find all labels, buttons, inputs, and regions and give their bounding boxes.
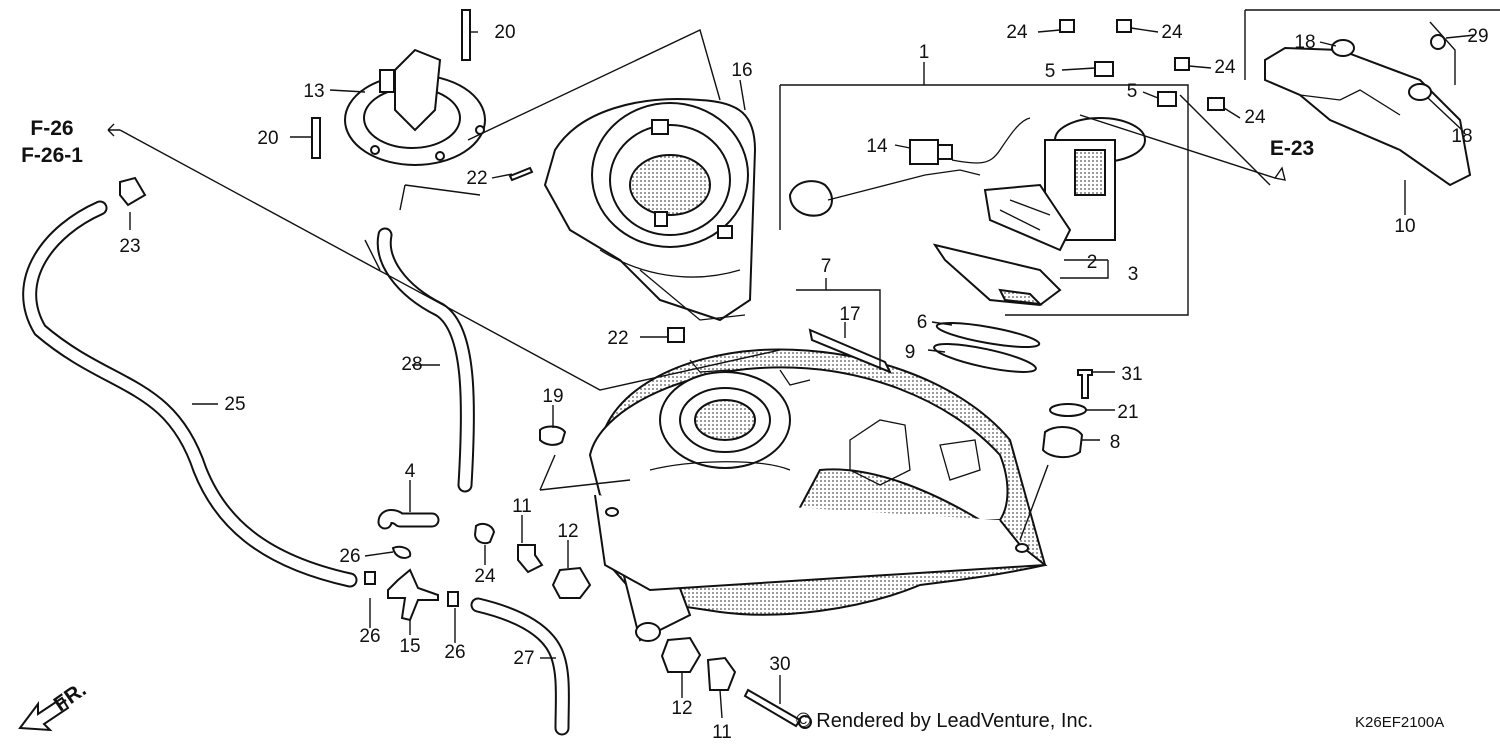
callout-1: 1 <box>919 42 930 63</box>
callout-17: 17 <box>839 304 860 325</box>
callout-13: 13 <box>303 81 324 102</box>
callout-5b: 5 <box>1127 81 1138 102</box>
callout-20b: 20 <box>257 128 278 149</box>
callout-3: 3 <box>1128 264 1139 285</box>
callout-31: 31 <box>1121 364 1142 385</box>
callout-7: 7 <box>821 256 832 277</box>
callout-27: 27 <box>513 648 534 669</box>
callout-29: 29 <box>1467 26 1488 47</box>
ref-f-26: F-26 <box>30 117 73 140</box>
tank-cover <box>1264 34 1472 187</box>
callout-18a: 18 <box>1294 32 1315 53</box>
callout-11b: 11 <box>712 722 732 743</box>
ref-f-26-1: F-26-1 <box>21 144 83 167</box>
callout-8: 8 <box>1110 432 1121 453</box>
callout-6: 6 <box>917 312 928 333</box>
callout-12a: 12 <box>557 521 578 542</box>
callout-leaders <box>129 27 1476 719</box>
reference-labels: F-26 F-26-1 E-23 <box>21 117 1314 167</box>
callout-24e: 24 <box>474 566 496 587</box>
callout-18b: 18 <box>1451 126 1472 147</box>
fuel-pump <box>788 117 1146 307</box>
credit-text: © Rendered by LeadVenture, Inc. <box>796 710 1094 732</box>
callout-24a: 24 <box>1006 22 1028 43</box>
callout-4: 4 <box>405 461 416 482</box>
callout-24b: 24 <box>1161 22 1183 43</box>
arrow-icon <box>18 696 70 732</box>
callout-11a: 11 <box>512 496 532 517</box>
callout-26c: 26 <box>444 642 465 663</box>
hoses <box>22 200 570 736</box>
callout-20a: 20 <box>494 22 515 43</box>
fuel-tank <box>588 348 1048 642</box>
hardware <box>119 9 1225 729</box>
callout-26b: 26 <box>359 626 380 647</box>
callout-21: 21 <box>1117 402 1138 423</box>
ref-e-23: E-23 <box>1270 137 1314 160</box>
front-direction-arrow: FR. <box>18 678 91 732</box>
callout-25: 25 <box>224 394 245 415</box>
callout-15: 15 <box>399 636 420 657</box>
fuel-tank-guide <box>543 98 757 322</box>
callout-24d: 24 <box>1244 107 1266 128</box>
callout-28: 28 <box>401 354 422 375</box>
callout-22b: 22 <box>607 328 628 349</box>
callout-16: 16 <box>731 60 752 81</box>
callout-22a: 22 <box>466 168 487 189</box>
drawing-code: K26EF2100A <box>1355 714 1445 731</box>
callout-23: 23 <box>119 236 140 257</box>
packing-seals <box>808 322 1093 458</box>
callouts: 1 2 3 4 5 5 6 7 8 9 10 11 11 12 12 13 14… <box>119 22 1488 743</box>
callout-19: 19 <box>542 386 563 407</box>
callout-12b: 12 <box>671 698 692 719</box>
callout-26a: 26 <box>339 546 360 567</box>
callout-10: 10 <box>1394 216 1415 237</box>
callout-9: 9 <box>905 342 916 363</box>
callout-30: 30 <box>769 654 790 675</box>
leader-lines <box>107 9 1500 541</box>
callout-24c: 24 <box>1214 57 1236 78</box>
callout-14: 14 <box>866 136 888 157</box>
callout-5a: 5 <box>1045 61 1056 82</box>
fuel-pump-plate <box>344 48 486 166</box>
callout-2: 2 <box>1087 252 1098 273</box>
